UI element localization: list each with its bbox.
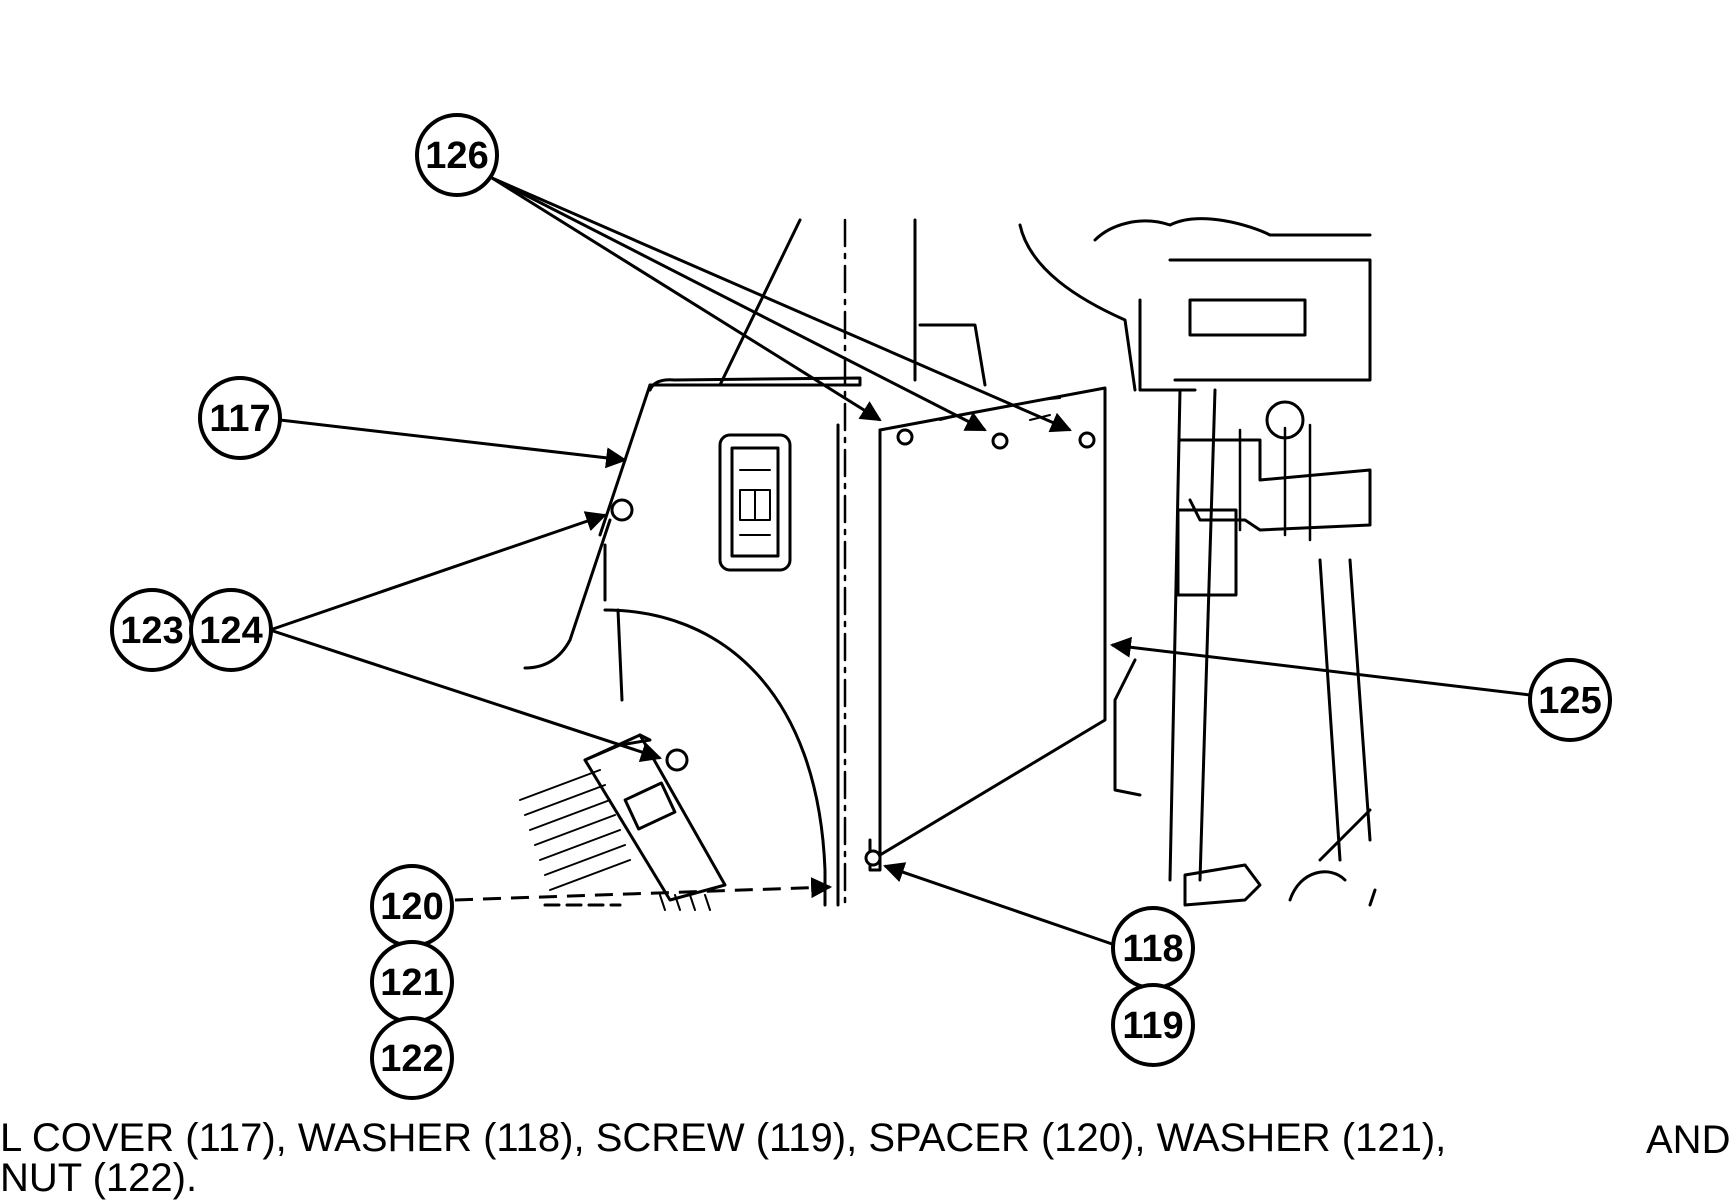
callout-117: 117 bbox=[198, 376, 282, 460]
svg-text:125: 125 bbox=[1538, 680, 1601, 722]
svg-text:120: 120 bbox=[380, 886, 443, 928]
panel-cover-outline bbox=[648, 376, 862, 392]
callout-126: 126 bbox=[415, 113, 499, 197]
center-panel-left-edge bbox=[868, 428, 882, 872]
hardware bbox=[610, 428, 1096, 867]
right-bracket bbox=[1176, 508, 1238, 597]
right-shaft-rings bbox=[1238, 423, 1312, 542]
frame-line-left bbox=[718, 218, 802, 387]
right-legs bbox=[1318, 558, 1372, 862]
panel-cover-lower-edge bbox=[603, 543, 624, 702]
right-lower-wheel bbox=[1288, 870, 1347, 902]
washer-126-c bbox=[1078, 431, 1096, 449]
svg-text:123: 123 bbox=[120, 610, 183, 652]
callout-124: 124 bbox=[189, 588, 273, 672]
svg-text:121: 121 bbox=[380, 962, 443, 1004]
leader-126-c bbox=[491, 176, 1072, 433]
leader-120 bbox=[454, 877, 833, 902]
center-panel bbox=[878, 386, 1107, 857]
upper-body-outline bbox=[1018, 223, 1137, 392]
callout-121: 121 bbox=[370, 940, 454, 1024]
right-lower-pad bbox=[1183, 863, 1262, 907]
switch-inner bbox=[730, 446, 780, 558]
leader-lines bbox=[269, 176, 1531, 947]
svg-text:124: 124 bbox=[199, 610, 262, 652]
caption-line-2: NUT (122). bbox=[0, 1156, 198, 1200]
svg-text:122: 122 bbox=[380, 1038, 443, 1080]
right-hub bbox=[1265, 400, 1305, 440]
svg-text:126: 126 bbox=[425, 135, 488, 177]
callout-118: 118 bbox=[1111, 906, 1195, 990]
leader-124-lower bbox=[269, 628, 662, 763]
washer-118 bbox=[864, 849, 882, 867]
right-vertical-support bbox=[1168, 388, 1217, 882]
washer-126-b bbox=[991, 432, 1009, 450]
leader-126-b bbox=[491, 176, 987, 432]
pedal-top bbox=[583, 733, 652, 762]
leader-117 bbox=[279, 418, 628, 469]
right-upper-cab bbox=[1168, 258, 1372, 382]
callout-120: 120 bbox=[370, 864, 454, 948]
machine-line-art bbox=[519, 217, 1377, 911]
right-lower-mark bbox=[1368, 888, 1377, 907]
washer-126-a bbox=[896, 428, 914, 446]
callout-125: 125 bbox=[1528, 658, 1612, 742]
right-side-handle bbox=[1113, 658, 1142, 797]
leader-126-a bbox=[491, 176, 882, 422]
upper-bracket bbox=[918, 323, 987, 387]
screw-123-lower bbox=[665, 748, 689, 772]
caption-line-1-tail: AND bbox=[1646, 1118, 1731, 1162]
svg-text:117: 117 bbox=[209, 398, 270, 440]
callout-122: 122 bbox=[370, 1016, 454, 1100]
right-window bbox=[1188, 298, 1307, 337]
switch-housing bbox=[718, 433, 792, 572]
panel-cover-left-drop bbox=[523, 518, 612, 670]
callout-119: 119 bbox=[1111, 983, 1195, 1067]
right-upper-block bbox=[1093, 217, 1372, 242]
right-post bbox=[1138, 298, 1197, 392]
callout-123: 123 bbox=[110, 588, 194, 672]
leader-124-upper bbox=[269, 511, 607, 632]
leader-125 bbox=[1109, 636, 1531, 697]
washer-123-upper bbox=[610, 498, 634, 522]
switch-detail bbox=[739, 469, 771, 536]
caption-line-1: L COVER (117), WASHER (118), SCREW (119)… bbox=[0, 1116, 1447, 1160]
pedal-pad bbox=[623, 781, 677, 831]
callouts: 126 117 123 124 125 120 121 122 118 119 bbox=[110, 113, 1612, 1100]
leader-118 bbox=[883, 862, 1116, 947]
pedal-hatch-lines bbox=[519, 769, 711, 911]
right-shaft-assembly bbox=[1178, 438, 1372, 532]
svg-text:119: 119 bbox=[1122, 1005, 1183, 1047]
panel-cover-curve bbox=[603, 608, 827, 907]
svg-text:118: 118 bbox=[1122, 928, 1183, 970]
